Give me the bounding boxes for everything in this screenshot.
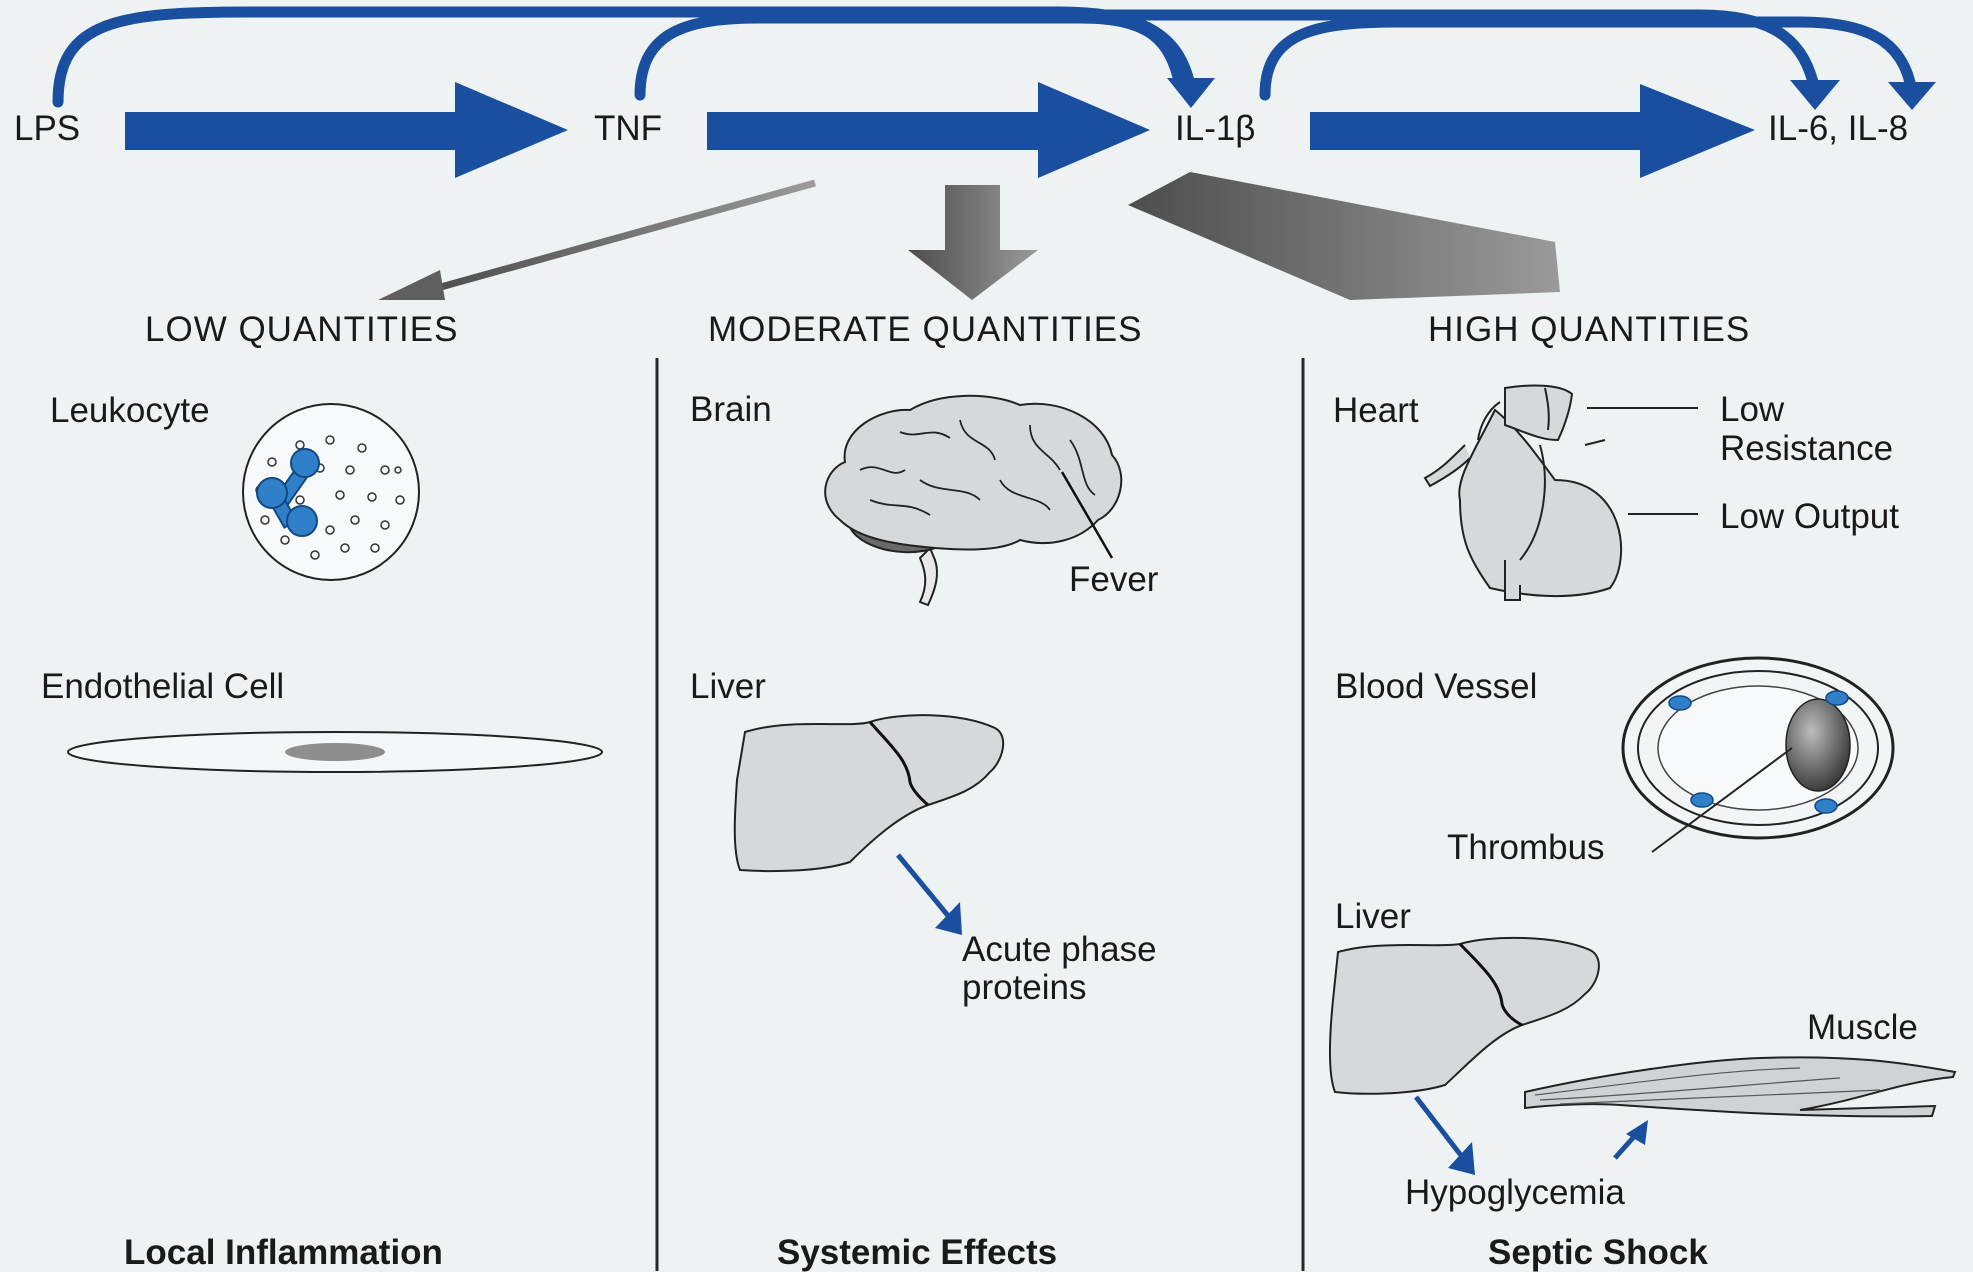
- label-hypoglycemia: Hypoglycemia: [1405, 1175, 1625, 1210]
- label-liver-high: Liver: [1335, 899, 1411, 934]
- curved-arrows: [58, 12, 1912, 102]
- label-resistance: Resistance: [1720, 431, 1893, 466]
- label-fever: Fever: [1069, 562, 1158, 597]
- straight-arrows: [125, 82, 1755, 178]
- footer-local-inflammation: Local Inflammation: [124, 1235, 443, 1270]
- label-leukocyte: Leukocyte: [50, 393, 210, 428]
- label-thrombus: Thrombus: [1447, 830, 1605, 865]
- chain-label-il6-il8: IL-6, IL-8: [1768, 111, 1908, 146]
- liver-icon-high: [1330, 938, 1599, 1175]
- label-low: Low: [1720, 392, 1784, 427]
- arrow-il1b-il6: [1310, 84, 1755, 178]
- label-proteins: proteins: [962, 970, 1087, 1005]
- muscle-icon: [1525, 1057, 1955, 1158]
- curve-lps-il1b: [58, 12, 1190, 102]
- label-blood-vessel: Blood Vessel: [1335, 669, 1537, 704]
- label-muscle: Muscle: [1807, 1010, 1918, 1045]
- blood-vessel-icon: [1623, 658, 1893, 852]
- heart-icon: [1425, 386, 1698, 600]
- label-low-output: Low Output: [1720, 499, 1899, 534]
- heading-moderate-quantities: MODERATE QUANTITIES: [708, 312, 1143, 347]
- quantity-arrows: [378, 172, 1560, 300]
- label-brain: Brain: [690, 392, 772, 427]
- chain-label-tnf: TNF: [594, 111, 662, 146]
- curve-tnf-il1b: [640, 18, 1180, 95]
- chain-label-il1b: IL-1β: [1175, 111, 1255, 146]
- curved-arrow-heads: [1167, 78, 1936, 110]
- heading-low-quantities: LOW QUANTITIES: [145, 312, 458, 347]
- liver-icon-moderate: [735, 715, 1003, 935]
- chain-label-lps: LPS: [14, 111, 80, 146]
- label-acute-phase: Acute phase: [962, 932, 1157, 967]
- label-endothelial-cell: Endothelial Cell: [41, 669, 284, 704]
- arrow-moderate: [908, 185, 1038, 300]
- arrow-lps-tnf: [125, 82, 568, 178]
- label-liver-moderate: Liver: [690, 669, 766, 704]
- endothelial-cell-icon: [68, 732, 602, 772]
- heading-high-quantities: HIGH QUANTITIES: [1428, 312, 1750, 347]
- label-heart: Heart: [1333, 393, 1419, 428]
- leukocyte-icon: [243, 404, 419, 580]
- footer-systemic-effects: Systemic Effects: [777, 1235, 1057, 1270]
- arrow-tnf-il1b: [707, 82, 1150, 178]
- footer-septic-shock: Septic Shock: [1488, 1235, 1708, 1270]
- arrow-high: [1128, 172, 1560, 300]
